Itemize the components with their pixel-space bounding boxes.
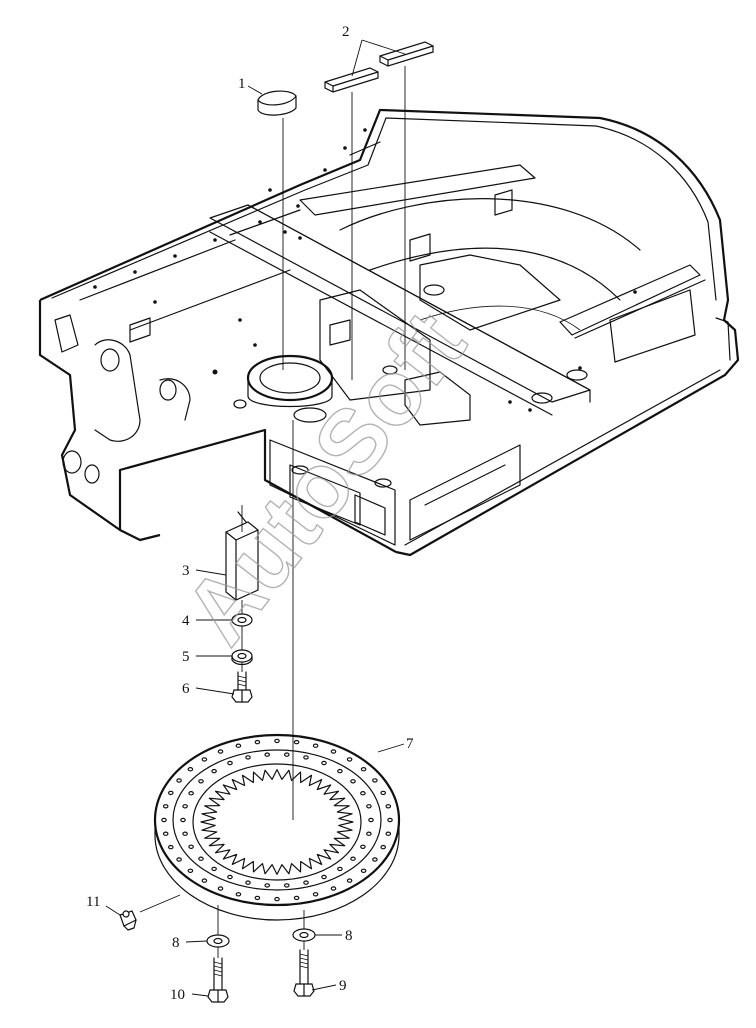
- bearing-bolt-hole: [387, 817, 393, 823]
- bearing-bolt-hole: [264, 883, 271, 888]
- bearing-bolt-hole: [176, 778, 182, 783]
- bearing-bolt-hole: [245, 880, 251, 885]
- part-8-washer-right: [292, 928, 316, 942]
- bearing-bolt-hole: [380, 844, 387, 850]
- bearing-bolt-hole: [217, 749, 224, 754]
- bearing-bolt-hole: [303, 755, 309, 760]
- bearing-bolt-hole: [283, 883, 290, 888]
- part-9-bolt: [293, 949, 315, 997]
- bearing-bolt-hole: [312, 743, 319, 748]
- bearing-bolt-hole: [264, 752, 271, 757]
- bearing-bolt-hole: [303, 880, 309, 885]
- bearing-bolt-hole: [360, 868, 367, 874]
- bearing-bolt-hole: [182, 804, 188, 809]
- bearing-bolt-hole: [274, 896, 280, 902]
- bearing-bolt-hole: [201, 878, 208, 883]
- bearing-bolt-hole: [360, 767, 367, 772]
- bearing-bolt-hole: [293, 895, 300, 901]
- bearing-bolt-hole: [235, 892, 242, 897]
- bearing-bolt-hole: [180, 817, 186, 823]
- bearing-bolt-hole: [312, 892, 319, 897]
- bearing-bolt-hole: [201, 757, 208, 762]
- bearing-bolt-hole: [187, 868, 194, 874]
- part-7-swing-bearing: [153, 733, 401, 921]
- bearing-bolt-hole: [198, 856, 204, 861]
- bearing-bolt-hole: [385, 804, 392, 809]
- callout-labels: 1 2 3 4 5 6 7 8 8 9 10 11: [86, 24, 414, 1003]
- bearing-bolt-hole: [372, 857, 378, 862]
- bearing-bolt-hole: [162, 831, 169, 836]
- bearing-bolt-hole: [176, 857, 182, 862]
- bearing-bolt-hole: [182, 831, 188, 836]
- bearing-bolt-hole: [330, 886, 337, 891]
- bearing-bolt-hole: [168, 844, 174, 850]
- bearing-bolt-hole: [198, 779, 204, 784]
- callout-8-right: 8: [345, 928, 353, 944]
- bearing-bolt-hole: [346, 878, 353, 883]
- callout-9: 9: [339, 978, 347, 994]
- callout-6: 6: [182, 681, 190, 697]
- bearing-bolt-hole: [368, 817, 374, 823]
- bearing-bolt-hole: [188, 844, 194, 850]
- bearing-bolt-hole: [330, 749, 337, 754]
- part-10-bolt: [207, 957, 229, 1003]
- watermark: AutoSoft: [165, 294, 484, 663]
- bearing-bolt-hole: [350, 856, 356, 861]
- part-11-grease-fitting: [119, 910, 137, 931]
- callout-11: 11: [86, 894, 100, 910]
- bearing-bolt-hole: [385, 831, 392, 836]
- bearing-bolt-hole: [366, 831, 372, 836]
- bearing-bolt-hole: [211, 768, 217, 774]
- callout-4: 4: [182, 613, 190, 629]
- bearing-bolt-hole: [337, 768, 343, 774]
- bearing-bolt-hole: [350, 779, 356, 784]
- callout-10: 10: [170, 987, 185, 1003]
- callout-2: 2: [342, 24, 350, 40]
- bearing-bolt-hole: [254, 739, 261, 745]
- bearing-bolt-hole: [321, 874, 327, 880]
- callout-1: 1: [238, 76, 246, 92]
- bearing-bolt-hole: [337, 866, 343, 872]
- bearing-bolt-hole: [293, 739, 300, 745]
- bearing-bolt-hole: [360, 791, 366, 796]
- part-8-washer-left: [206, 934, 230, 948]
- callout-8-left: 8: [172, 935, 180, 951]
- part-1-cap: [257, 90, 297, 116]
- bearing-bolt-hole: [283, 752, 290, 757]
- callout-5: 5: [182, 649, 190, 665]
- callout-3: 3: [182, 563, 190, 579]
- assembly-lines: [105, 39, 406, 997]
- bearing-bolt-hole: [161, 817, 167, 823]
- bearing-bolt-hole: [254, 895, 261, 901]
- bearing-bolt-hole: [168, 790, 174, 796]
- bearing-bolt-hole: [162, 804, 169, 809]
- part-3-bracket: [225, 511, 259, 601]
- bearing-bolt-hole: [227, 874, 233, 880]
- bearing-bolt-hole: [380, 790, 387, 796]
- bearing-bolt-hole: [211, 866, 217, 872]
- bearing-bolt-hole: [187, 767, 194, 772]
- bearing-bolt-hole: [245, 755, 251, 760]
- part-6-bolt: [231, 671, 253, 703]
- part-2-blocks: [324, 41, 434, 93]
- callout-7: 7: [406, 736, 414, 752]
- bearing-bolt-hole: [188, 791, 194, 796]
- bearing-bolt-hole: [321, 760, 327, 766]
- bearing-bolt-hole: [227, 760, 233, 766]
- bearing-bolt-hole: [360, 844, 366, 850]
- bearing-bolt-hole: [346, 757, 353, 762]
- bearing-bolt-hole: [235, 743, 242, 748]
- bearing-bolt-hole: [217, 886, 224, 891]
- revolving-frame: [38, 108, 740, 557]
- bearing-bolt-hole: [366, 804, 372, 809]
- bearing-bolt-hole: [274, 738, 280, 744]
- bearing-bolt-hole: [372, 778, 378, 783]
